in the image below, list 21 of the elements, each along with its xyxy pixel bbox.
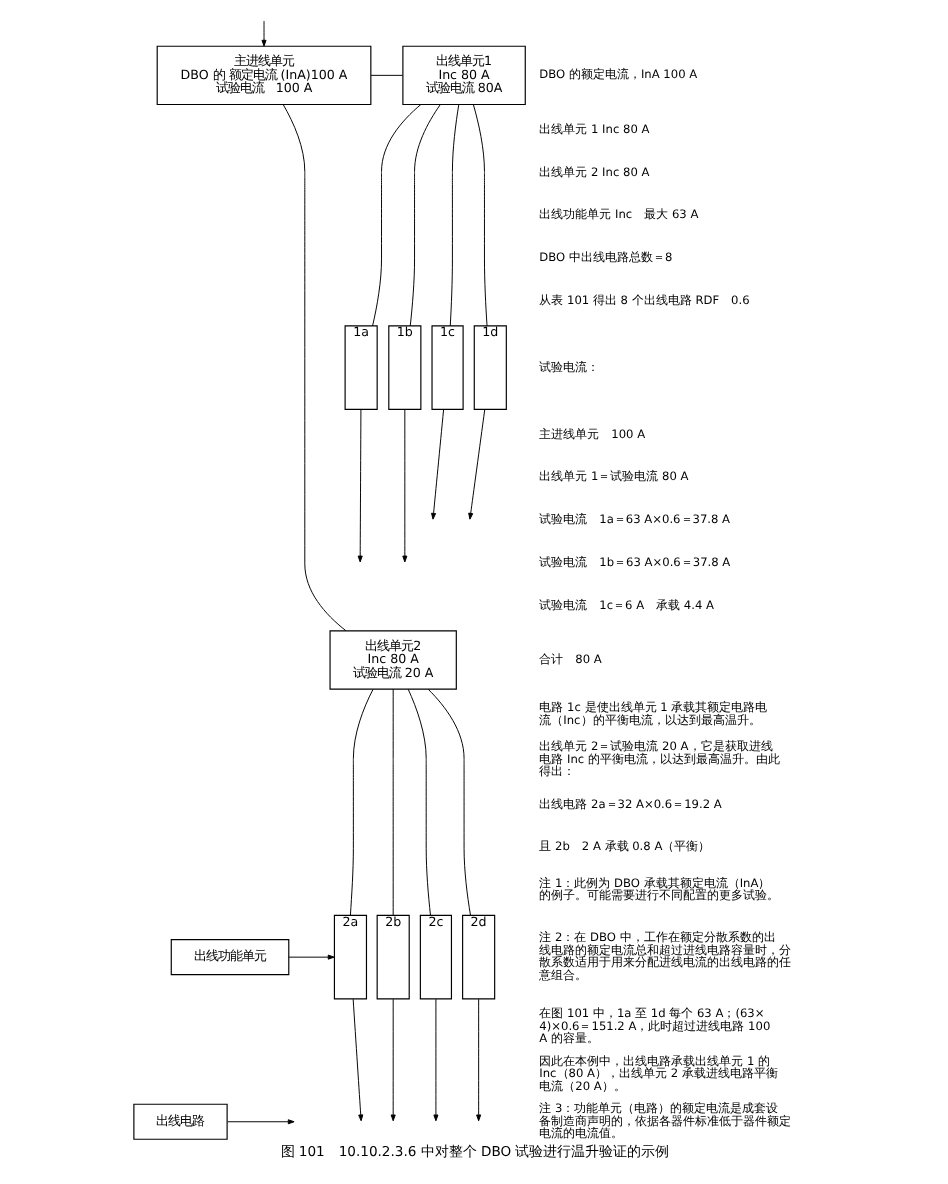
arrow — [432, 998, 438, 1122]
arrow — [260, 20, 266, 47]
arrow — [351, 998, 363, 1122]
arrow — [226, 1119, 294, 1125]
connector — [369, 74, 403, 76]
connector — [348, 688, 373, 916]
connector — [448, 104, 459, 327]
connector — [371, 104, 421, 327]
arrow — [430, 409, 444, 520]
arrow — [401, 409, 407, 563]
arrow — [467, 409, 485, 520]
connector — [471, 104, 487, 327]
arrow — [287, 954, 334, 960]
connector — [406, 688, 430, 916]
connector — [426, 688, 470, 916]
connector — [408, 104, 440, 327]
arrow — [356, 409, 362, 563]
connector — [391, 688, 393, 916]
arrow — [475, 998, 481, 1122]
arrow — [389, 998, 395, 1122]
connector — [281, 104, 346, 632]
